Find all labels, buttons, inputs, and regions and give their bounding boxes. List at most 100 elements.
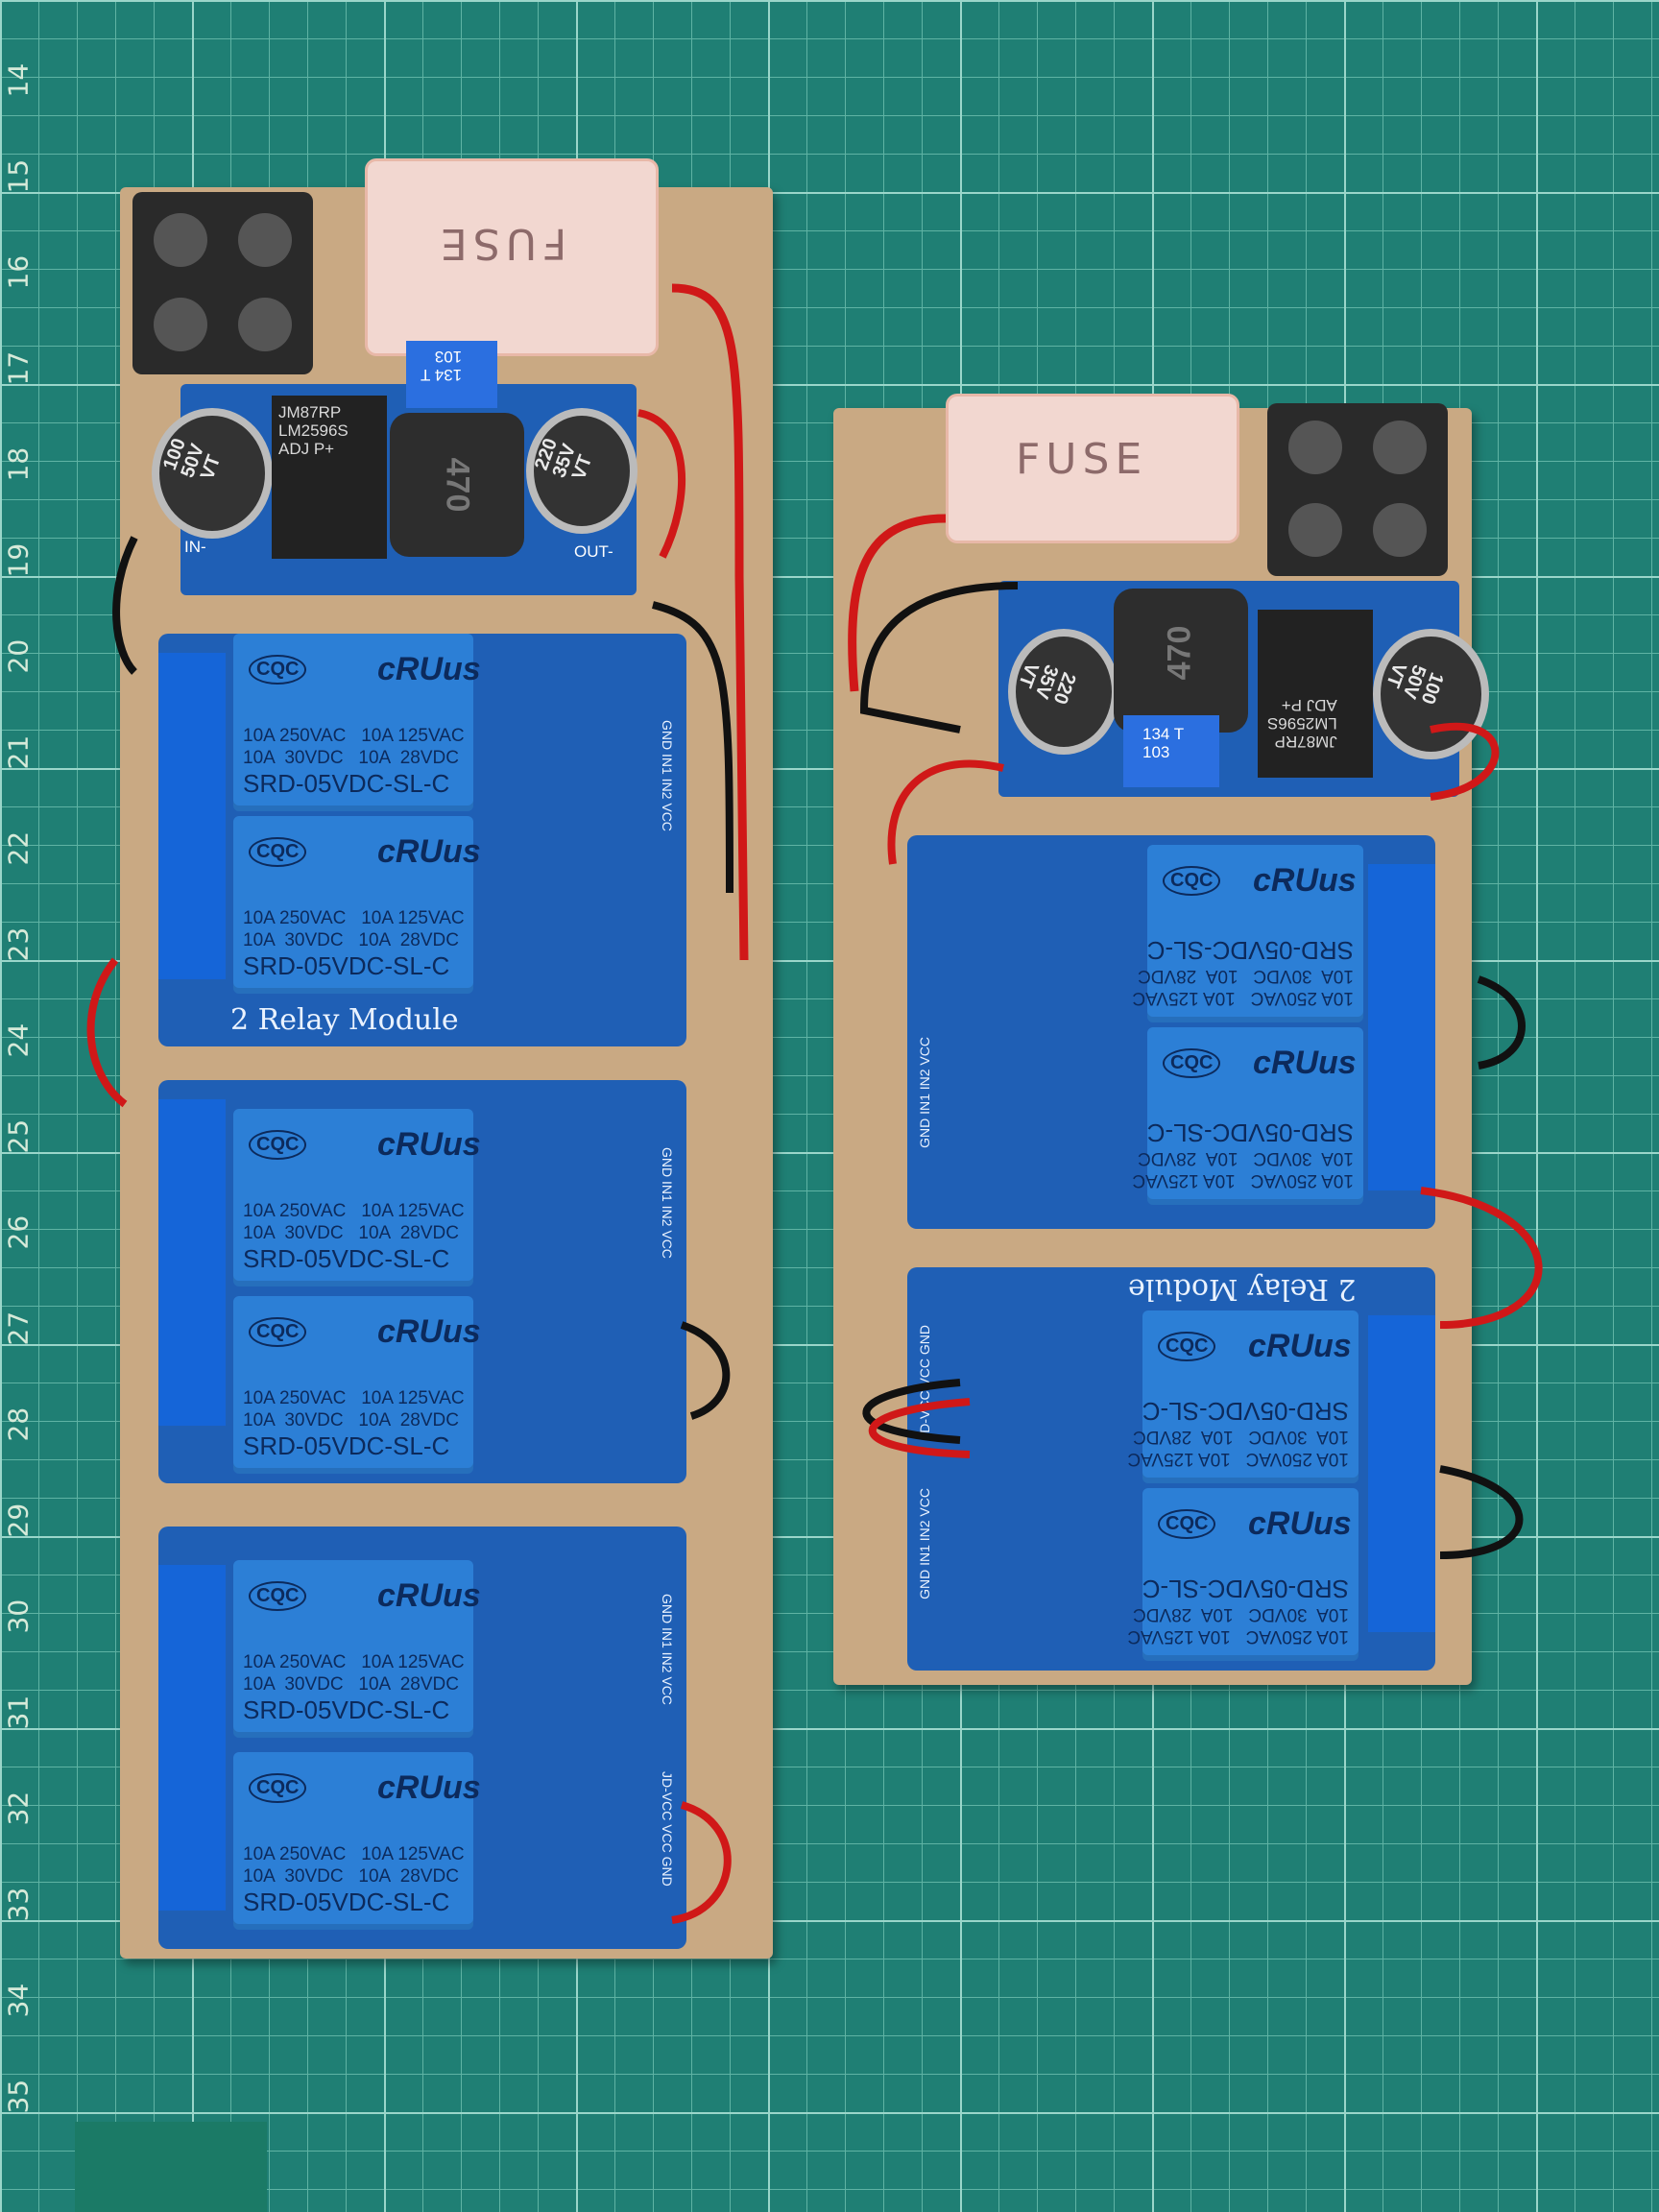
relay-model: SRD-05VDC-SL-C (243, 769, 450, 798)
trim-potentiometer (1123, 715, 1219, 787)
input-pin-header-label: GND IN1 IN2 VCC (917, 1037, 932, 1148)
right-terminal-block (1267, 403, 1448, 576)
regulator-ic-label: JM87RP LM2596S ADJ P+ (278, 403, 349, 458)
input-pin-header-label: GND IN1 IN2 VCC (660, 1594, 675, 1705)
ruler-number: 27 (2, 1310, 35, 1346)
mat-brand-patch (75, 2122, 267, 2212)
screw-terminal-strip (158, 653, 226, 979)
module-silkscreen-label: 2 Relay Module (1128, 1272, 1357, 1306)
relay-bottom: CQC cRUus 10A 250VAC 10A 125VAC 10A 30VD… (1132, 1027, 1363, 1205)
relay-ratings: 10A 250VAC 10A 125VAC 10A 30VDC 10A 28VD… (243, 1844, 465, 1887)
power-pin-header-label: JD-VCC VCC GND (660, 1771, 675, 1887)
relay-top: CQC cRUus 10A 250VAC 10A 125VAC 10A 30VD… (233, 1560, 481, 1738)
left-relay-module-2: CQC cRUus 10A 250VAC 10A 125VAC 10A 30VD… (158, 1080, 686, 1483)
ruler-number: 15 (2, 158, 35, 194)
relay-bottom: CQC cRUus 10A 250VAC 10A 125VAC 10A 30VD… (233, 816, 481, 994)
input-pin-header-label: GND IN1 IN2 VCC (917, 1488, 932, 1599)
relay-ratings: 10A 250VAC 10A 125VAC 10A 30VDC 10A 28VD… (1132, 1148, 1354, 1190)
ul-certification-mark: cRUus (377, 833, 481, 870)
relay-ratings: 10A 250VAC 10A 125VAC 10A 30VDC 10A 28VD… (1127, 1604, 1349, 1647)
ruler-number: 23 (2, 926, 35, 962)
relay-top: CQC cRUus 10A 250VAC 10A 125VAC 10A 30VD… (1132, 845, 1363, 1022)
relay-ratings: 10A 250VAC 10A 125VAC 10A 30VDC 10A 28VD… (243, 1201, 465, 1243)
ruler-number: 17 (2, 350, 35, 386)
screw-terminal-strip (158, 1565, 226, 1911)
relay-ratings: 10A 250VAC 10A 125VAC 10A 30VDC 10A 28VD… (243, 726, 465, 768)
relay-top: CQC cRUus 10A 250VAC 10A 125VAC 10A 30VD… (233, 1109, 481, 1286)
left-fuse-holder: FUSE (365, 158, 659, 356)
relay-ratings: 10A 250VAC 10A 125VAC 10A 30VDC 10A 28VD… (243, 908, 465, 950)
fuse-label: FUSE (435, 219, 567, 268)
relay-brand-logo: CQC (1158, 1509, 1216, 1539)
ruler-number: 16 (2, 254, 35, 290)
inductor-coil (390, 413, 524, 557)
left-relay-module-3: CQC cRUus 10A 250VAC 10A 125VAC 10A 30VD… (158, 1527, 686, 1949)
relay-model: SRD-05VDC-SL-C (243, 1244, 450, 1273)
relay-model: SRD-05VDC-SL-C (1146, 936, 1354, 965)
relay-top: CQC cRUus 10A 250VAC 10A 125VAC 10A 30VD… (233, 634, 481, 811)
ul-certification-mark: cRUus (377, 1126, 481, 1163)
screw-terminal-strip (158, 1099, 226, 1426)
ruler-number: 19 (2, 542, 35, 578)
right-relay-module-1: CQC cRUus 10A 250VAC 10A 125VAC 10A 30VD… (907, 835, 1435, 1229)
ul-certification-mark: cRUus (1253, 1045, 1357, 1081)
relay-brand-logo: CQC (249, 1773, 307, 1803)
relay-brand-logo: CQC (249, 1317, 307, 1347)
output-pin-label: OUT- (574, 542, 613, 561)
relay-ratings: 10A 250VAC 10A 125VAC 10A 30VDC 10A 28VD… (243, 1388, 465, 1431)
trim-pot-label: 134 T 103 (1142, 725, 1185, 761)
relay-top: CQC cRUus 10A 250VAC 10A 125VAC 10A 30VD… (1127, 1310, 1358, 1483)
ruler-number: 32 (2, 1791, 35, 1826)
ruler-number: 30 (2, 1599, 35, 1634)
ul-certification-mark: cRUus (1248, 1328, 1352, 1364)
relay-ratings: 10A 250VAC 10A 125VAC 10A 30VDC 10A 28VD… (1132, 966, 1354, 1008)
ul-certification-mark: cRUus (1253, 862, 1357, 899)
relay-brand-logo: CQC (249, 655, 307, 685)
trim-potentiometer (406, 341, 497, 408)
ul-certification-mark: cRUus (377, 1769, 481, 1806)
ruler-number: 26 (2, 1214, 35, 1250)
ruler-number: 31 (2, 1695, 35, 1730)
relay-brand-logo: CQC (1158, 1332, 1216, 1361)
right-buck-converter: 220 35V VT 470 134 T 103 JM87RP LM2596S … (998, 581, 1489, 797)
ruler-number: 18 (2, 446, 35, 482)
relay-brand-logo: CQC (249, 1581, 307, 1611)
relay-ratings: 10A 250VAC 10A 125VAC 10A 30VDC 10A 28VD… (243, 1652, 465, 1695)
ruler-number: 34 (2, 1983, 35, 2018)
ruler-number: 29 (2, 1503, 35, 1538)
ruler-number: 35 (2, 2079, 35, 2114)
ul-certification-mark: cRUus (377, 651, 481, 687)
right-fuse-holder: FUSE (946, 394, 1239, 543)
relay-model: SRD-05VDC-SL-C (1142, 1575, 1349, 1603)
relay-model: SRD-05VDC-SL-C (243, 1431, 450, 1460)
screw-terminal-strip (1368, 1315, 1435, 1632)
ul-certification-mark: cRUus (377, 1577, 481, 1614)
relay-bottom: CQC cRUus 10A 250VAC 10A 125VAC 10A 30VD… (233, 1296, 481, 1474)
ul-certification-mark: cRUus (377, 1313, 481, 1350)
relay-ratings: 10A 250VAC 10A 125VAC 10A 30VDC 10A 28VD… (1127, 1427, 1349, 1469)
left-buck-converter: 100 50V VT JM87RP LM2596S ADJ P+ 134 T 1… (152, 341, 637, 595)
relay-brand-logo: CQC (249, 837, 307, 867)
regulator-ic (1258, 610, 1373, 778)
regulator-ic-label: JM87RP LM2596S ADJ P+ (1267, 696, 1337, 751)
module-silkscreen-label: 2 Relay Module (230, 1003, 459, 1037)
input-pin-label: IN- (184, 538, 206, 556)
relay-model: SRD-05VDC-SL-C (243, 1887, 450, 1916)
ruler-number: 24 (2, 1022, 35, 1058)
ruler-number: 21 (2, 734, 35, 770)
input-capacitor (152, 408, 273, 539)
relay-brand-logo: CQC (1163, 866, 1221, 896)
ruler-number: 14 (2, 62, 35, 98)
power-pin-header-label: JD-VCC VCC GND (917, 1325, 932, 1440)
ruler-number: 25 (2, 1118, 35, 1154)
ul-certification-mark: cRUus (1248, 1505, 1352, 1542)
relay-model: SRD-05VDC-SL-C (243, 951, 450, 980)
regulator-ic (272, 396, 387, 559)
relay-bottom: CQC cRUus 10A 250VAC 10A 125VAC 10A 30VD… (233, 1752, 481, 1930)
relay-model: SRD-05VDC-SL-C (1142, 1397, 1349, 1426)
screw-terminal-strip (1368, 864, 1435, 1190)
relay-bottom: CQC cRUus 10A 250VAC 10A 125VAC 10A 30VD… (1127, 1488, 1358, 1661)
ruler-number: 33 (2, 1887, 35, 1922)
ruler-number: 22 (2, 830, 35, 866)
